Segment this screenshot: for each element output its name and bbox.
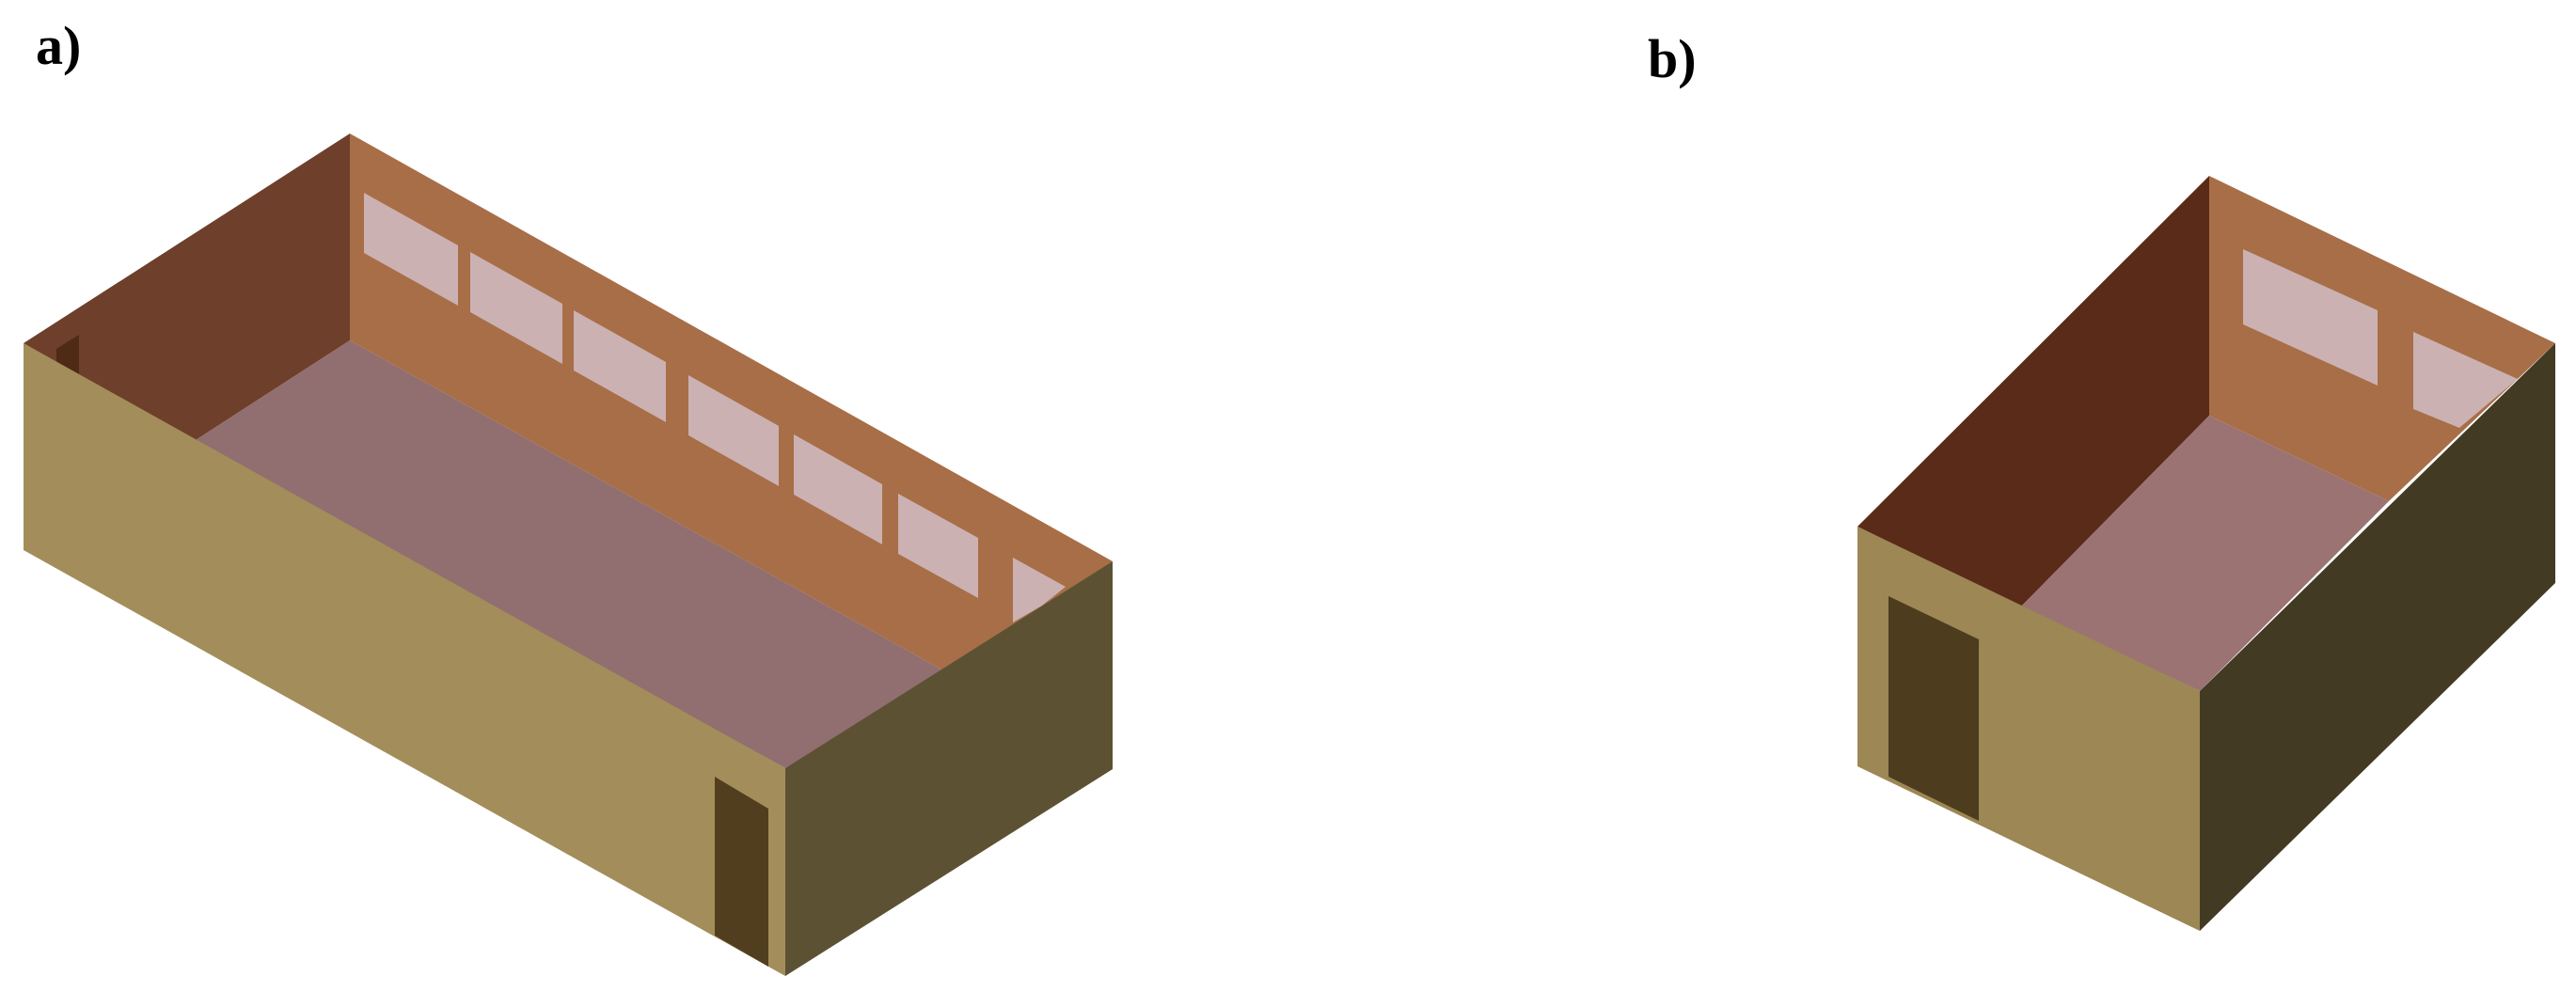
window-a-7 [1013, 558, 1066, 622]
front-wall-a [24, 343, 785, 976]
side-wall-a [785, 561, 1113, 976]
window-b-1 [2243, 249, 2378, 386]
panel-a-label: a) [36, 15, 81, 76]
back-left-wall-b [1857, 176, 2209, 606]
panel-b-label: b) [1648, 28, 1697, 89]
window-a-6 [898, 494, 978, 598]
door-a [715, 777, 768, 967]
door-b [1889, 596, 1979, 821]
building-b [1857, 176, 2555, 931]
floor-a [193, 340, 950, 768]
window-strip-a [364, 193, 1066, 622]
back-left-wall-a [24, 134, 350, 442]
side-wall-b [2200, 343, 2555, 931]
building-a [24, 134, 1113, 976]
panel-b: b) [1648, 28, 2555, 931]
window-a-3 [574, 310, 666, 422]
window-a-5 [794, 434, 882, 544]
floor-b [2021, 416, 2389, 691]
window-a-4 [688, 375, 779, 486]
window-b-2 [2413, 332, 2518, 428]
window-strip-b [2243, 249, 2518, 428]
window-a-2 [470, 252, 562, 364]
window-a-1 [364, 193, 458, 306]
panel-a: a) [24, 15, 1113, 976]
